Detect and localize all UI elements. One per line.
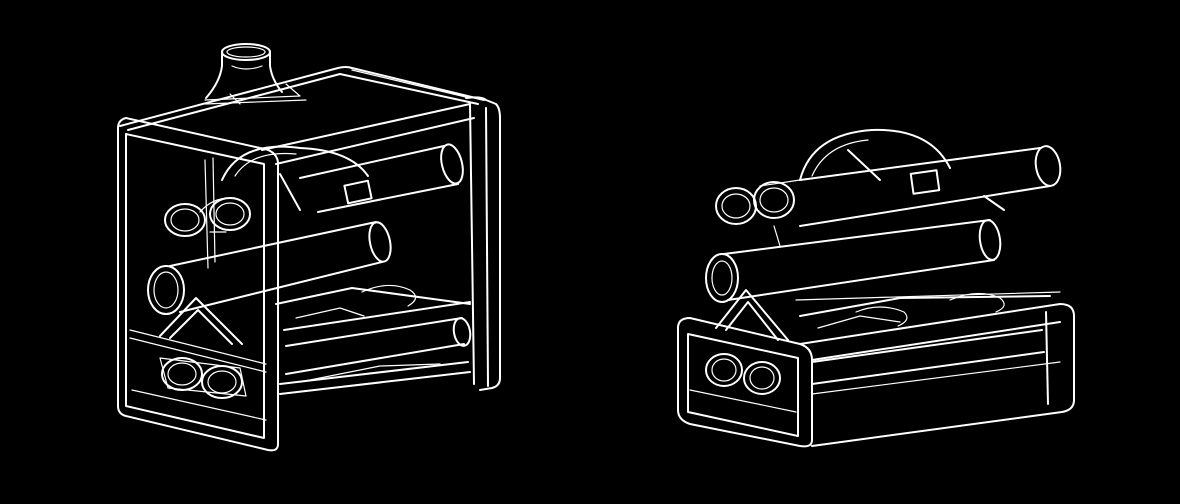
top-lid (119, 66, 485, 131)
fan-dome (221, 145, 369, 211)
back-right-post (351, 69, 501, 391)
base-tray (279, 361, 471, 395)
base-box-right (677, 303, 1075, 448)
lower-dual-nozzles (159, 357, 247, 399)
upper-tube (299, 143, 464, 213)
a-frame-support (159, 297, 243, 345)
middle-tube (147, 221, 392, 315)
machine-open-frame-drawing (677, 128, 1075, 448)
front-left-frame (117, 117, 279, 452)
lower-tube-right (811, 329, 1045, 385)
tray-right (795, 291, 1061, 329)
upper-dual-nozzles-right (715, 179, 801, 247)
lower-tube (285, 317, 472, 375)
fan-dome-right (799, 128, 951, 181)
a-frame-support-right (715, 289, 789, 341)
mid-tray (275, 284, 471, 331)
upper-dual-nozzles (164, 197, 251, 237)
middle-tube-right (705, 219, 1002, 303)
top-funnel (205, 43, 283, 99)
lower-dual-nozzles-right (705, 353, 781, 395)
top-side-rail (261, 103, 475, 165)
upper-tube-right (799, 145, 1062, 227)
machine-enclosed-frame-drawing (117, 43, 501, 452)
